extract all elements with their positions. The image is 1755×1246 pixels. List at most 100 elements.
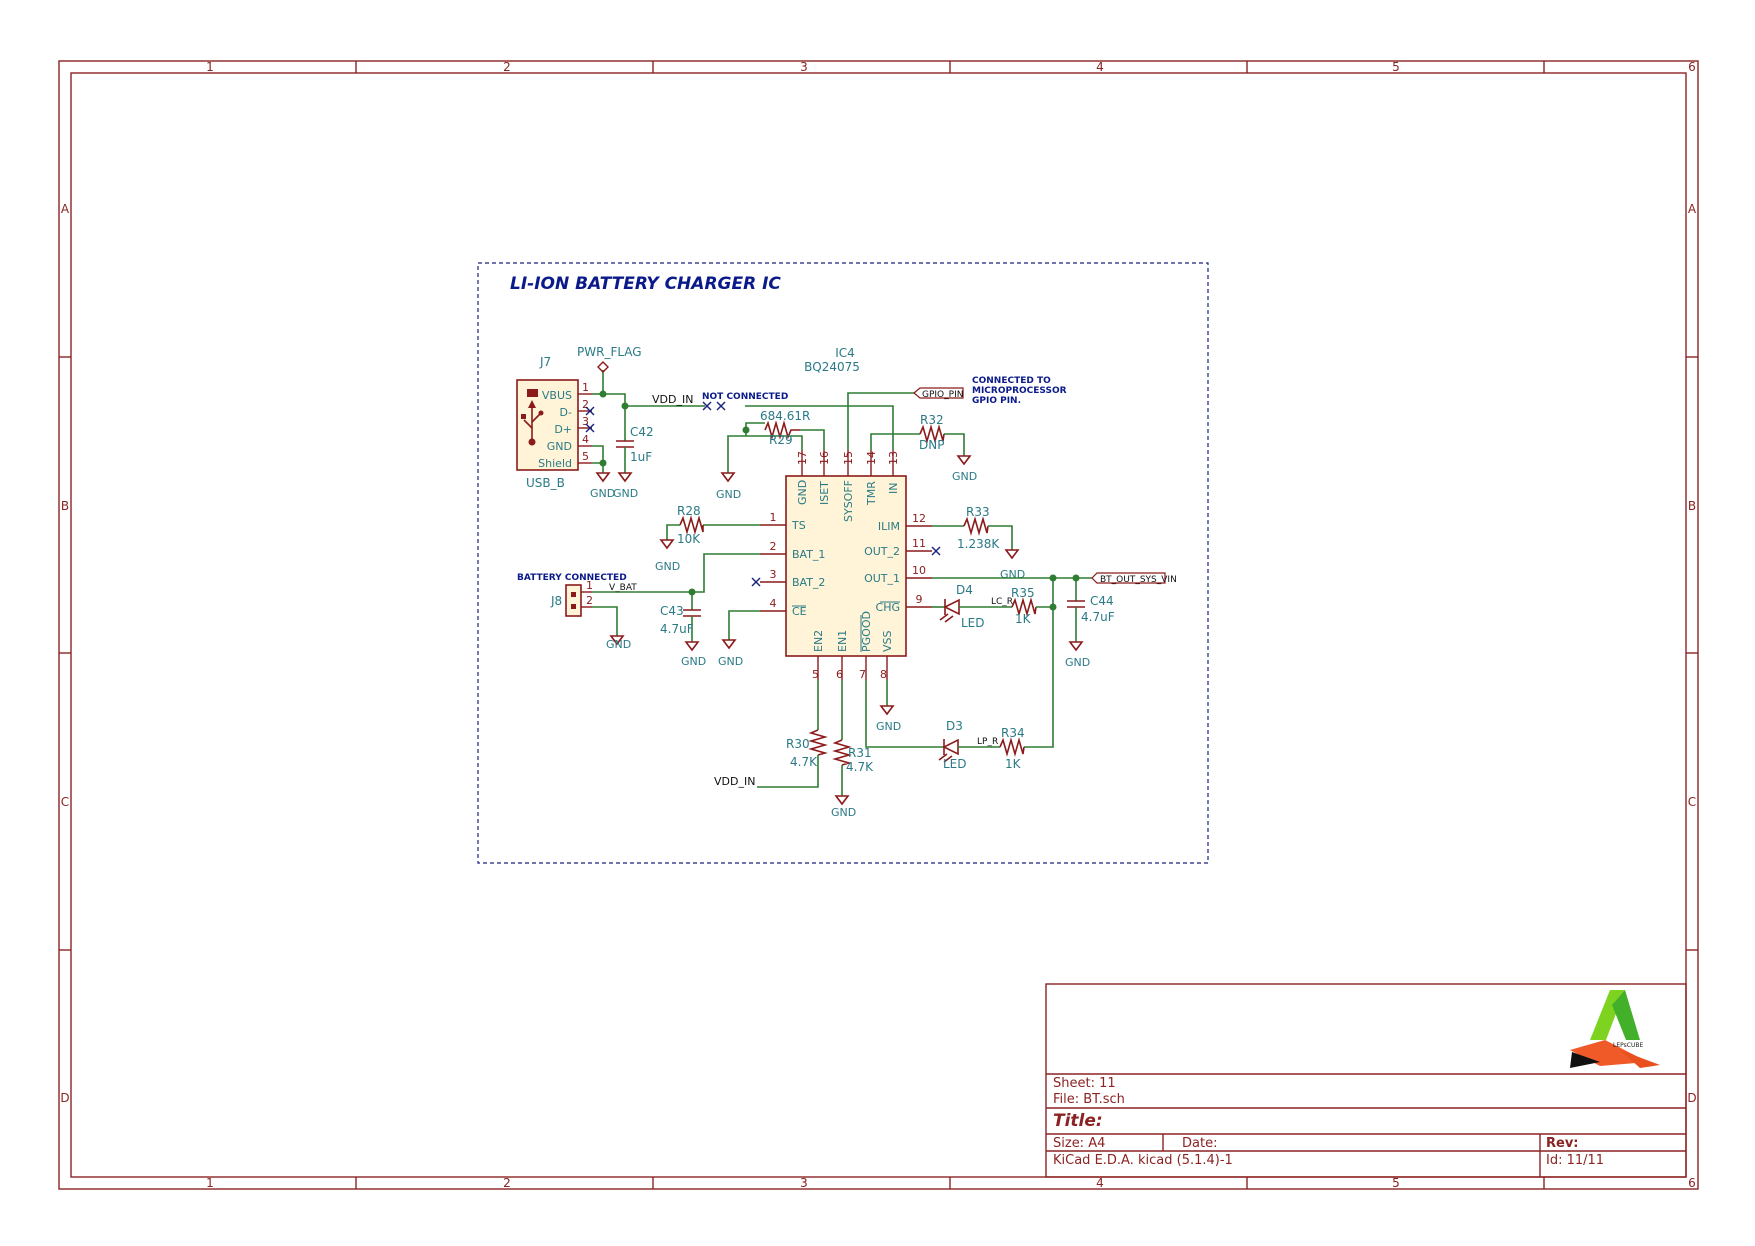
net-vdd-in-bottom: VDD_IN <box>714 775 755 788</box>
ic4-pinnum-8: 8 <box>880 668 887 681</box>
j8-battery-connector[interactable] <box>565 584 582 617</box>
j7-value: USB_B <box>526 476 565 490</box>
c43-value: 4.7uF <box>660 622 694 636</box>
wire-gnd17 <box>727 435 803 473</box>
ic4-pin-iset: ISET <box>818 481 831 505</box>
c43-capacitor[interactable] <box>683 592 701 642</box>
gnd-symbol-c44 <box>1068 641 1084 652</box>
bt-out-label-shape <box>1091 572 1166 584</box>
d3-led[interactable] <box>938 738 1000 763</box>
j7-pin-gnd: GND <box>547 440 572 453</box>
ic4-pinnum-17: 17 <box>796 451 809 465</box>
charger-block-frame <box>477 262 1209 864</box>
gnd-label-j7: GND <box>590 487 615 500</box>
r30-value: 4.7K <box>790 755 818 769</box>
r32-resistor[interactable] <box>919 424 945 444</box>
gnd-label-r28: GND <box>655 560 680 573</box>
r28-value: 10K <box>677 532 701 546</box>
ic4-pinnum-11: 11 <box>912 537 926 550</box>
ic4-pinnum-1: 1 <box>770 511 777 524</box>
gnd-label-c44: GND <box>1065 656 1090 669</box>
wire-r28-gnd <box>666 524 680 540</box>
gnd-label-vss: GND <box>876 720 901 733</box>
j7-pinnum-1: 1 <box>582 381 589 394</box>
row-label-b-right: B <box>1688 499 1696 513</box>
gnd-symbol-ce <box>721 639 737 650</box>
ic4-pin-ilim: ILIM <box>878 520 900 533</box>
r32-value: DNP <box>919 438 944 452</box>
gnd-symbol-r31 <box>834 795 850 806</box>
border-ticks <box>59 61 1698 1189</box>
ic4-pin-en2: EN2 <box>812 630 825 652</box>
c44-capacitor[interactable] <box>1067 578 1085 642</box>
ic4-pin-chg: CHG <box>876 601 900 614</box>
ic4-pinnum-5: 5 <box>812 668 819 681</box>
c42-value: 1uF <box>630 450 652 464</box>
gnd-symbol-r32 <box>956 455 972 466</box>
r33-resistor[interactable] <box>963 516 989 536</box>
ic4-pinnum-13: 13 <box>887 451 900 465</box>
ic4-pin-gnd: GND <box>796 480 809 505</box>
c42-capacitor[interactable] <box>616 406 634 473</box>
r30-resistor[interactable] <box>808 729 828 756</box>
r35-value: 1K <box>1015 612 1032 626</box>
col-label-1-bottom: 1 <box>206 1176 214 1190</box>
r29-resistor[interactable] <box>764 420 800 440</box>
wire-iset-r29 <box>800 429 825 450</box>
net-vdd-in-top: VDD_IN <box>652 393 693 406</box>
gnd-symbol-r33 <box>1004 549 1020 560</box>
col-label-3-bottom: 3 <box>800 1176 808 1190</box>
nc-marker-vdd-1 <box>702 401 726 411</box>
gpio-pin-label: GPIO_PIN <box>922 390 963 400</box>
ic4-ref: IC4 <box>835 346 855 360</box>
ic4-pinnum-16: 16 <box>818 451 831 465</box>
net-lp-r: LP_R <box>977 737 998 747</box>
gnd-symbol-r28 <box>659 539 675 550</box>
j8-ref: J8 <box>550 594 562 608</box>
j7-pinnum-3: 3 <box>582 415 589 428</box>
r32-ref: R32 <box>920 413 944 427</box>
r31-resistor[interactable] <box>832 739 852 766</box>
row-label-b-left: B <box>61 499 69 513</box>
r34-resistor[interactable] <box>999 737 1025 757</box>
title-block-frame <box>1045 983 1687 1178</box>
col-label-2-bottom: 2 <box>503 1176 511 1190</box>
d3-value: LED <box>943 757 967 771</box>
logo-text: LEPsCUBE <box>1613 1042 1643 1049</box>
r28-resistor[interactable] <box>679 515 704 535</box>
j8-pin1-pad <box>571 592 576 597</box>
ic4-right-pins <box>906 525 932 608</box>
ic4-pin-bat1: BAT_1 <box>792 548 825 561</box>
net-v-bat: V_BAT <box>609 583 637 593</box>
r33-value: 1.238K <box>957 537 1000 551</box>
ic4-pin-sysoff: SYSOFF <box>842 480 855 522</box>
d4-ref: D4 <box>956 583 973 597</box>
pwr-flag-symbol <box>597 361 609 373</box>
d4-led[interactable] <box>939 598 1012 623</box>
gnd-symbol-c42 <box>617 472 633 483</box>
gnd-symbol-j7 <box>595 472 611 483</box>
ic4-left-pins <box>760 524 786 612</box>
ic4-pinnum-4: 4 <box>770 597 777 610</box>
ic4-pin-vss: VSS <box>881 630 894 652</box>
row-label-a-right: A <box>1688 202 1697 216</box>
ic4-body[interactable] <box>785 475 907 657</box>
j7-usb-connector[interactable] <box>516 379 592 471</box>
gnd-label-r31: GND <box>831 806 856 819</box>
r34-ref: R34 <box>1001 726 1025 740</box>
j7-pin-dminus: D- <box>560 406 572 419</box>
tb-file: File: BT.sch <box>1053 1092 1125 1107</box>
col-label-2-top: 2 <box>503 60 511 74</box>
col-label-3-top: 3 <box>800 60 808 74</box>
r31-value: 4.7K <box>846 760 874 774</box>
ic4-out2-nc-marker <box>931 546 941 556</box>
ic4-pinnum-9: 9 <box>916 593 923 606</box>
wire-pgood-d3 <box>865 680 944 748</box>
wire-r33-gnd <box>988 525 1013 550</box>
c42-ref: C42 <box>630 425 654 439</box>
j7-pin-vbus: VBUS <box>542 389 572 402</box>
r35-resistor[interactable] <box>1011 597 1037 617</box>
ic4-top-pins <box>801 450 894 476</box>
ic4-pin-en1: EN1 <box>836 630 849 652</box>
